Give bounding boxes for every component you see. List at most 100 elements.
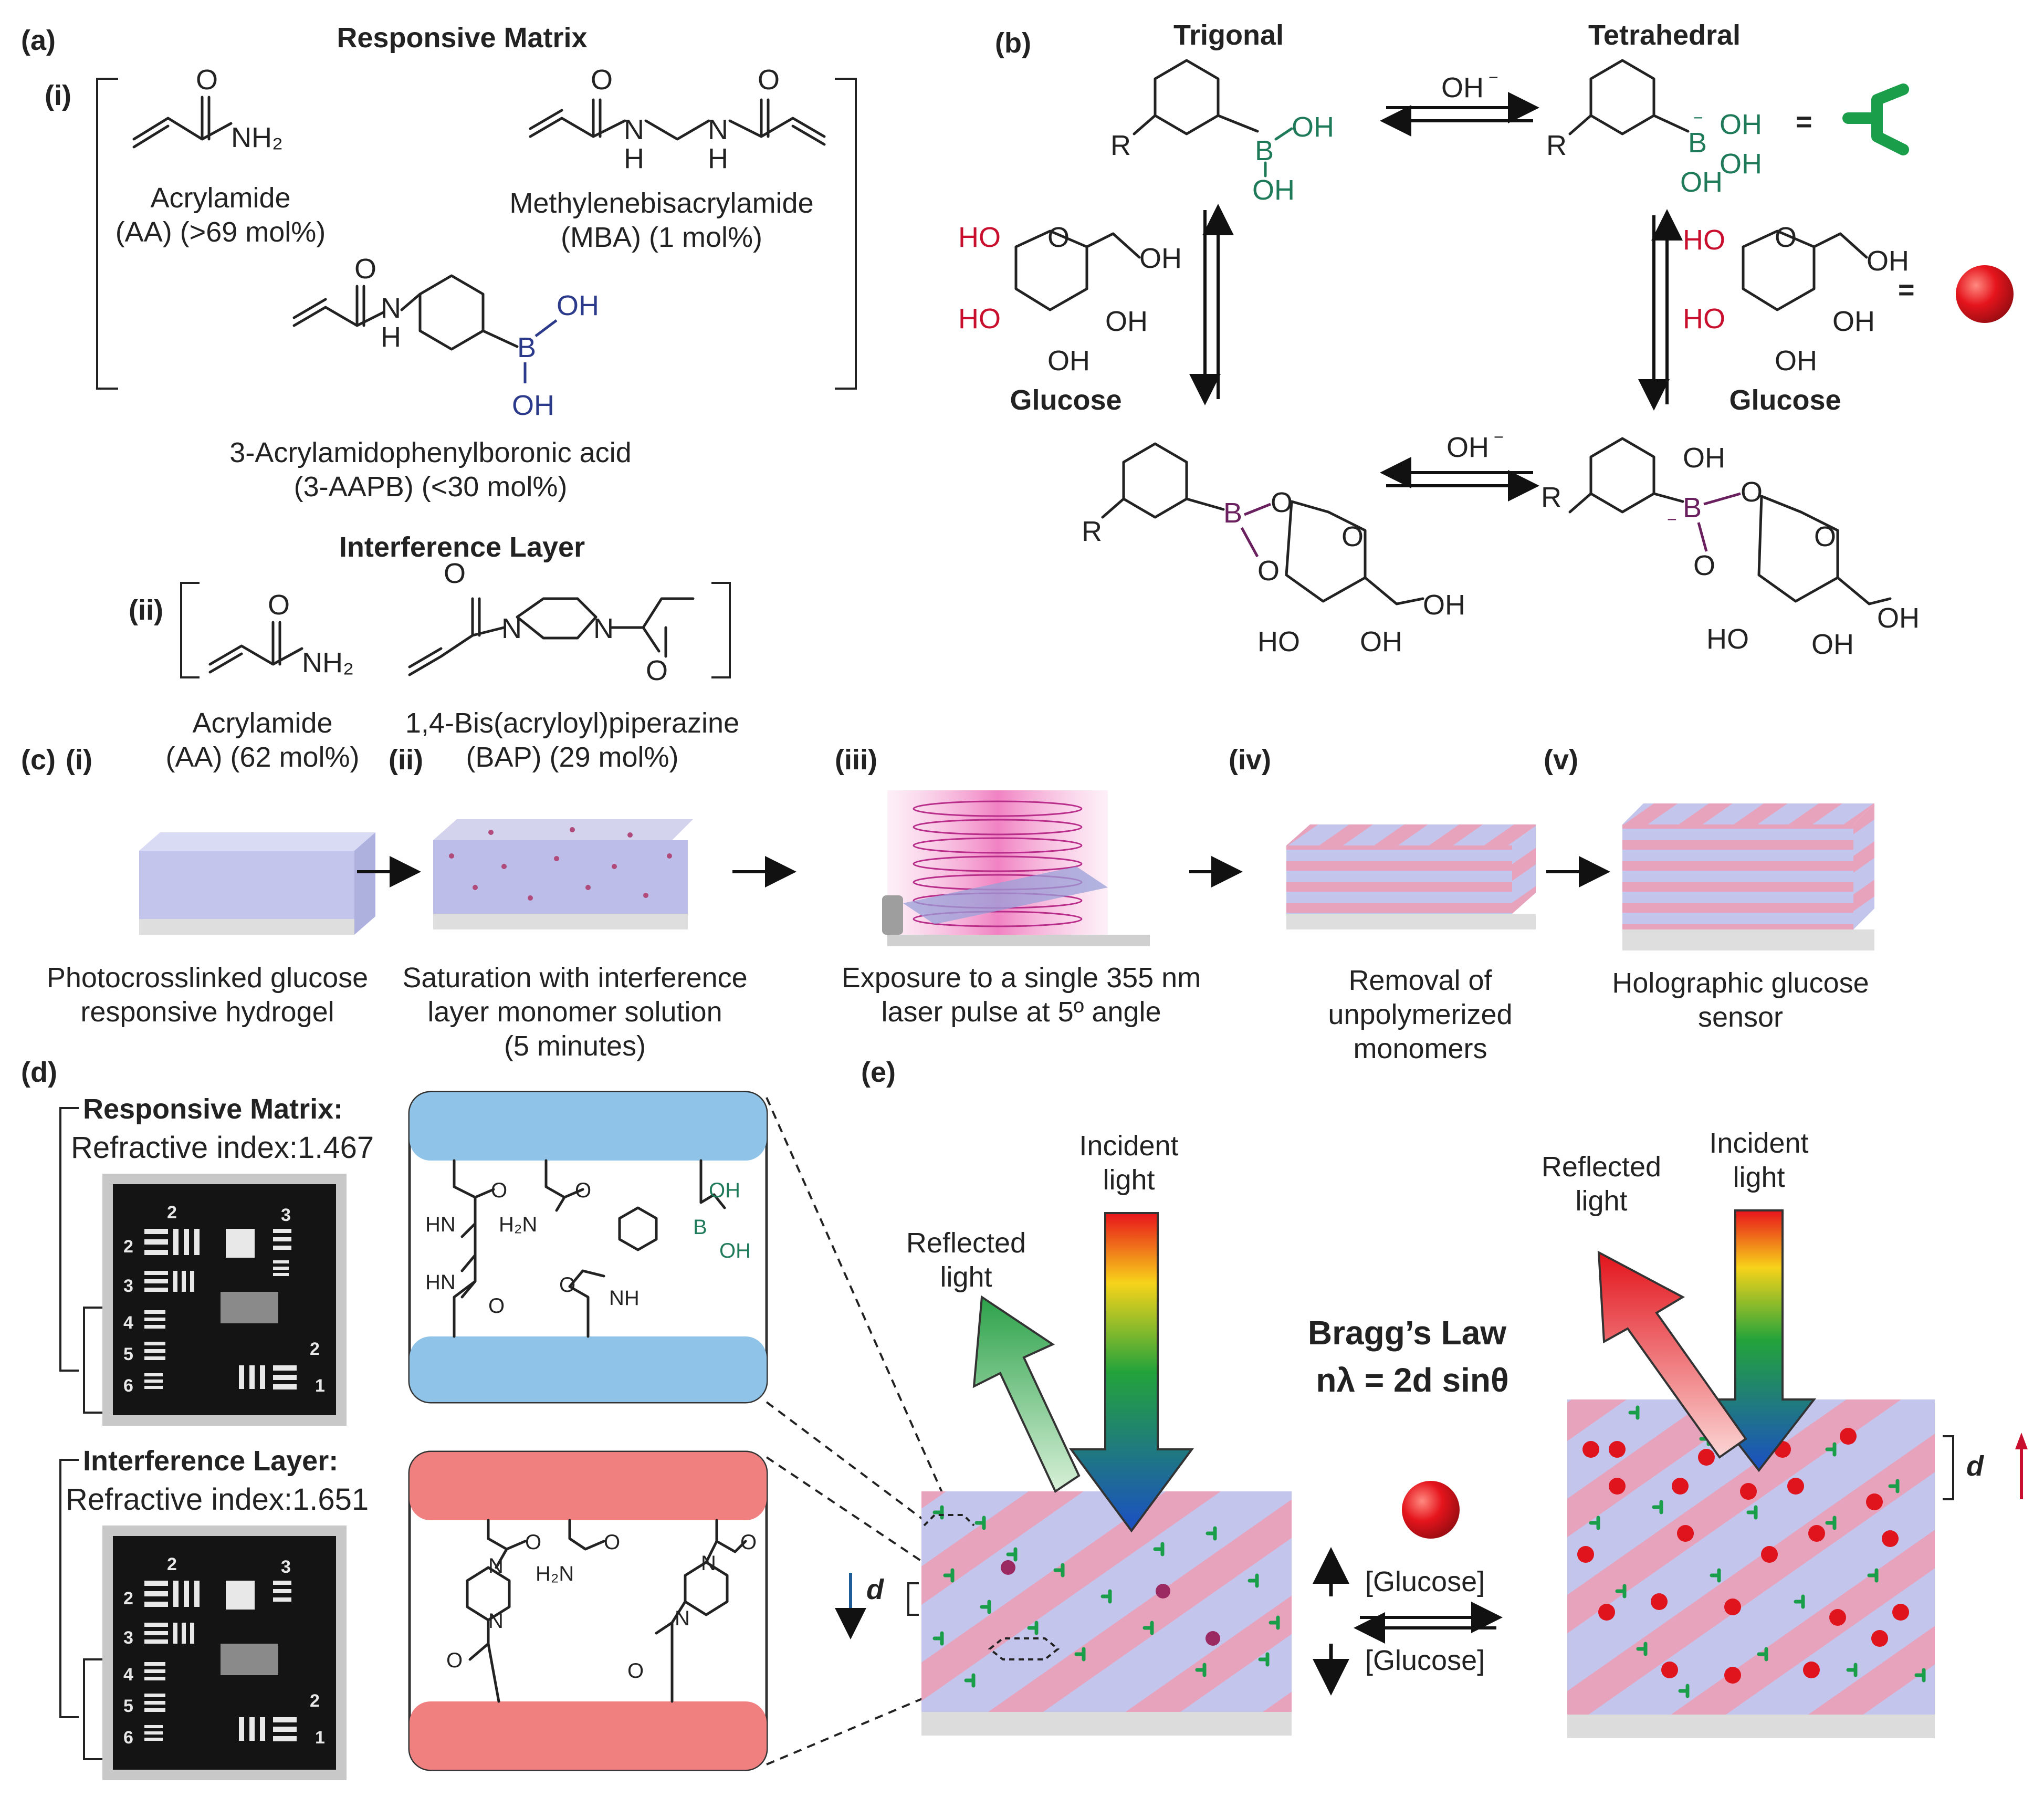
svg-text:OH: OH: [1423, 589, 1465, 621]
svg-text:4: 4: [123, 1665, 133, 1685]
resolution-target-photo-matrix: 2 3 2 3 4 5 6 2 1: [102, 1174, 347, 1426]
equals-sign-top: =: [1796, 106, 1812, 138]
acrylamide2-amount: (AA) (62 mol%): [165, 741, 359, 773]
svg-text:H: H: [708, 143, 728, 174]
svg-text:OH: OH: [1105, 306, 1148, 337]
hydrogel-block-plain: [139, 832, 375, 935]
step-number: (i): [66, 744, 92, 776]
svg-text:O: O: [446, 1649, 463, 1672]
svg-text:B: B: [1223, 497, 1242, 529]
laser-exposure-setup: [882, 790, 1150, 946]
svg-text:H: H: [381, 321, 401, 353]
svg-text:N: N: [488, 1610, 504, 1633]
svg-text:1: 1: [315, 1728, 325, 1748]
svg-text:OH: OH: [1811, 629, 1854, 660]
svg-text:4: 4: [123, 1313, 133, 1333]
panel-b: (b) Trigonal Tetrahedral R B OH OH OH − …: [958, 19, 2014, 660]
bracket-ii-right: [711, 582, 731, 678]
resolution-target-photo-layer: 2 3 2 3 4 5 6 2 1: [102, 1526, 347, 1780]
incident-light-arrow-right: [1701, 1209, 1817, 1472]
svg-text:−: −: [1667, 510, 1677, 529]
step-number: (ii): [389, 744, 423, 776]
step-caption: Saturation with interference: [402, 962, 747, 994]
svg-text:HN: HN: [425, 1271, 456, 1294]
svg-text:O: O: [1271, 487, 1293, 518]
layer-refractive-index: Refractive index:1.651: [66, 1482, 369, 1517]
tetrahedral-heading: Tetrahedral: [1588, 19, 1741, 51]
svg-text:O: O: [1741, 476, 1763, 508]
svg-text:OH: OH: [1867, 245, 1909, 277]
step-caption: Removal of: [1348, 965, 1492, 996]
svg-text:O: O: [758, 64, 780, 96]
svg-text:H: H: [624, 143, 644, 174]
svg-text:2: 2: [167, 1554, 177, 1574]
svg-text:1: 1: [315, 1376, 325, 1396]
oh-minus-top: OH: [1441, 72, 1484, 103]
acrylamide2-structure: O NH₂: [208, 589, 354, 678]
holographic-sensor-block: [1622, 803, 1874, 950]
svg-text:O: O: [491, 1179, 507, 1202]
striped-block-washed: [1286, 824, 1536, 929]
svg-text:3: 3: [281, 1205, 291, 1225]
svg-text:OH: OH: [1683, 442, 1725, 474]
trigonal-ester: R B O O O OH HO OH: [1082, 442, 1465, 657]
step-caption: sensor: [1698, 1001, 1783, 1033]
reflected-light-arrow-right: [1597, 1250, 1747, 1459]
svg-text:OH: OH: [1720, 109, 1762, 140]
matrix-title: Responsive Matrix:: [83, 1093, 343, 1125]
step-caption: monomers: [1353, 1033, 1487, 1064]
svg-text:O: O: [1693, 550, 1715, 581]
svg-text:OH: OH: [1360, 626, 1402, 657]
glucose-label-right: Glucose: [1729, 384, 1841, 416]
panel-c-label: (c): [21, 744, 56, 776]
glucose-left: O OH HO HO OH OH: [958, 222, 1182, 377]
glucose-up-label: [Glucose]: [1365, 1566, 1485, 1597]
mba-amount: (MBA) (1 mol%): [561, 222, 762, 253]
svg-text:B: B: [517, 332, 536, 363]
incident-label-left: light: [1103, 1164, 1155, 1196]
svg-text:OH: OH: [1832, 306, 1875, 337]
svg-text:N: N: [488, 1554, 504, 1577]
svg-text:B: B: [693, 1216, 707, 1239]
svg-text:N: N: [381, 292, 401, 324]
svg-text:O: O: [525, 1531, 541, 1554]
incident-label-left: Incident: [1079, 1130, 1178, 1162]
svg-text:H₂N: H₂N: [536, 1562, 574, 1585]
svg-text:O: O: [1257, 555, 1280, 587]
svg-text:R: R: [1541, 482, 1561, 513]
svg-text:N: N: [701, 1552, 716, 1575]
interference-layer-heading: Interference Layer: [339, 531, 585, 563]
svg-text:R: R: [1546, 130, 1567, 161]
panel-a-label: (a): [21, 25, 56, 56]
equals-sign-glucose: =: [1898, 274, 1915, 306]
d-increase-arrowhead: [2015, 1433, 2028, 1449]
svg-text:OH: OH: [1047, 345, 1090, 377]
boronate-receptor-icon: [1842, 83, 1909, 155]
glucose-down-label: [Glucose]: [1365, 1645, 1485, 1676]
bragg-law-equation: nλ = 2d sinθ: [1316, 1361, 1508, 1399]
r-group-label: R: [1110, 130, 1131, 161]
step-caption: layer monomer solution: [427, 996, 722, 1028]
tetrahedral-boronate: R B − OH OH OH: [1546, 59, 1762, 198]
svg-text:O: O: [1814, 521, 1836, 552]
reflected-label-left: Reflected: [906, 1227, 1026, 1259]
bap-amount: (BAP) (29 mol%): [466, 741, 678, 773]
step-caption: laser pulse at 5º angle: [881, 996, 1161, 1028]
svg-text:OH: OH: [1139, 243, 1182, 274]
svg-text:−: −: [1494, 427, 1504, 446]
bragg-law-title: Bragg’s Law: [1308, 1314, 1506, 1352]
bracket-d-top: [59, 1107, 79, 1372]
svg-text:OH: OH: [1252, 174, 1295, 206]
matrix-refractive-index: Refractive index:1.467: [71, 1131, 374, 1165]
svg-text:OH: OH: [1775, 345, 1817, 377]
svg-text:O: O: [268, 589, 290, 621]
svg-text:O: O: [627, 1659, 644, 1683]
panel-d-label: (d): [21, 1057, 57, 1088]
svg-text:R: R: [1082, 516, 1102, 547]
svg-text:HO: HO: [958, 222, 1001, 253]
panel-a: (a) Responsive Matrix (i) O NH₂ Acrylami…: [21, 22, 857, 773]
acrylamide2-name: Acrylamide: [192, 707, 332, 739]
bap-structure: O N N O: [408, 558, 695, 686]
panel-c: (c) (i) (ii) (iii) (iv) (v): [21, 744, 1874, 1064]
acrylamide-name: Acrylamide: [150, 182, 290, 214]
